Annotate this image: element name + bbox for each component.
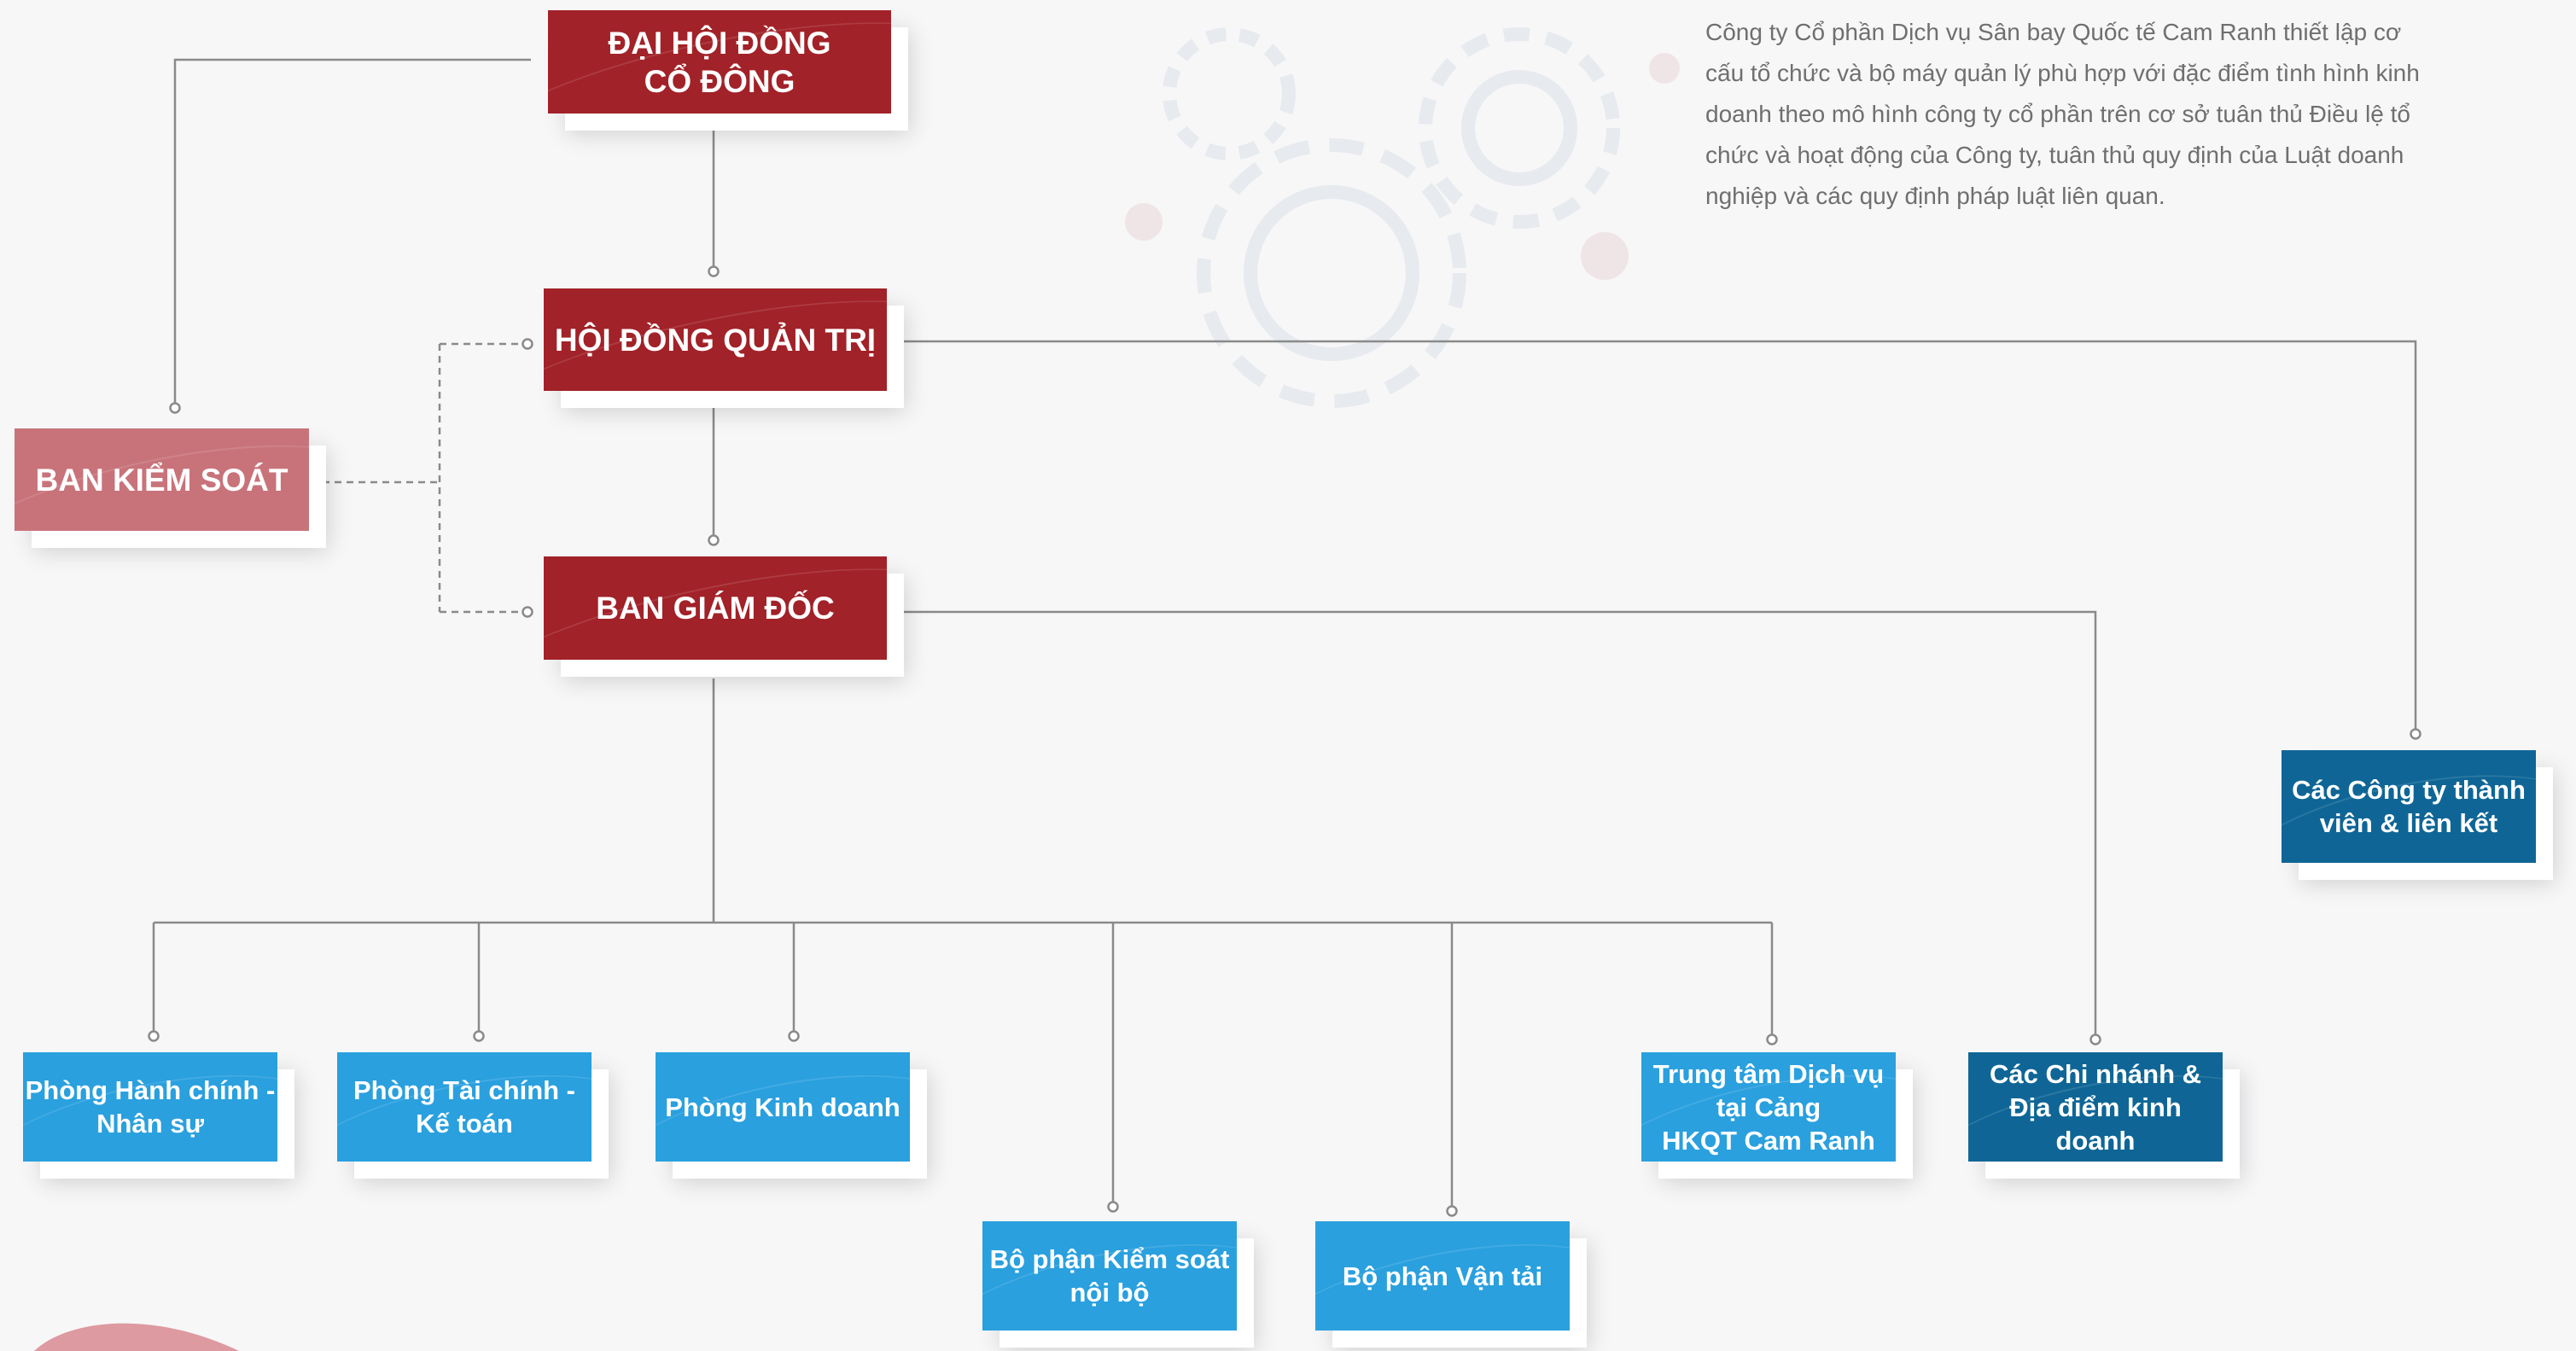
gear-decoration: [1125, 27, 1680, 408]
node-subsidiaries: Các Công ty thành viên & liên kết: [2282, 750, 2536, 863]
node-sales: Phòng Kinh doanh: [656, 1052, 910, 1162]
node-subsidiaries-label: Các Công ty thành viên & liên kết: [2292, 775, 2526, 838]
node-finance-label: Phòng Tài chính - Kế toán: [353, 1075, 576, 1138]
node-directors-label: BAN GIÁM ĐỐC: [596, 591, 835, 626]
node-supervisory-label: BAN KIỂM SOÁT: [35, 462, 288, 498]
node-shareholders-label: ĐẠI HỘI ĐỒNG CỔ ĐÔNG: [608, 25, 831, 99]
node-branches-label: Các Chi nhánh & Địa điểm kinh doanh: [1989, 1058, 2201, 1156]
swoosh-decoration: [34, 1323, 239, 1351]
node-board: HỘI ĐỒNG QUẢN TRỊ: [544, 288, 887, 391]
node-shareholders: ĐẠI HỘI ĐỒNG CỔ ĐÔNG: [548, 10, 891, 114]
node-admin-hr: Phòng Hành chính - Nhân sự: [23, 1052, 277, 1162]
node-service-center: Trung tâm Dịch vụ tại Cảng HKQT Cam Ranh: [1641, 1052, 1896, 1162]
node-finance: Phòng Tài chính - Kế toán: [337, 1052, 592, 1162]
node-directors: BAN GIÁM ĐỐC: [544, 556, 887, 660]
node-sales-label: Phòng Kinh doanh: [665, 1092, 900, 1122]
node-transport: Bộ phận Vận tải: [1315, 1221, 1570, 1331]
intro-paragraph: Công ty Cổ phần Dịch vụ Sân bay Quốc tế …: [1705, 19, 2420, 209]
node-internal-control: Bộ phận Kiểm soát nội bộ: [982, 1221, 1237, 1331]
node-service-center-label: Trung tâm Dịch vụ tại Cảng HKQT Cam Ranh: [1652, 1058, 1885, 1156]
node-internal-control-label: Bộ phận Kiểm soát nội bộ: [989, 1244, 1230, 1307]
node-branches: Các Chi nhánh & Địa điểm kinh doanh: [1968, 1052, 2223, 1162]
node-transport-label: Bộ phận Vận tải: [1342, 1261, 1543, 1291]
node-board-label: HỘI ĐỒNG QUẢN TRỊ: [554, 322, 877, 358]
node-admin-hr-label: Phòng Hành chính - Nhân sự: [25, 1075, 276, 1138]
node-supervisory: BAN KIỂM SOÁT: [15, 428, 309, 531]
